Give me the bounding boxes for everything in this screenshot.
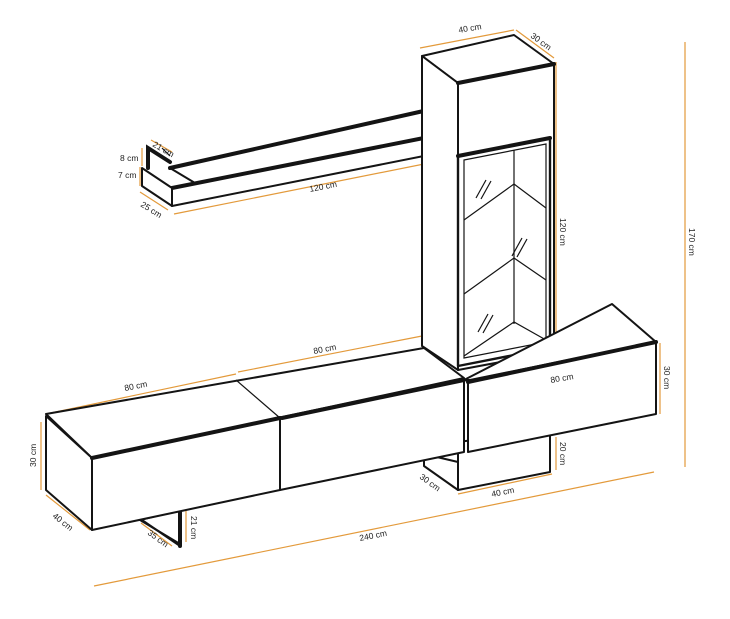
dim-left-unit-height: 30 cm bbox=[28, 444, 38, 467]
tower-cabinet bbox=[421, 34, 556, 371]
dim-shelf-thickness-top: 8 cm bbox=[120, 153, 138, 163]
wall-shelf bbox=[141, 108, 457, 207]
dim-plinth-height: 20 cm bbox=[558, 442, 568, 465]
dim-shelf-thickness-bottom: 7 cm bbox=[118, 170, 136, 180]
dim-left-leg-height: 21 cm bbox=[189, 516, 199, 539]
dim-left-unit-width: 80 cm bbox=[123, 379, 148, 393]
low-cabinets bbox=[45, 303, 658, 531]
dim-tower-width: 40 cm bbox=[458, 21, 483, 35]
dim-left-unit-depth: 40 cm bbox=[51, 511, 75, 533]
dim-plinth-width: 40 cm bbox=[490, 485, 515, 499]
dim-overall-width: 240 cm bbox=[358, 528, 387, 543]
dim-right-unit-height: 30 cm bbox=[662, 366, 672, 389]
dim-right-unit-width: 80 cm bbox=[550, 371, 575, 385]
dim-middle-unit-width: 80 cm bbox=[312, 342, 337, 356]
dim-shelf-depth: 25 cm bbox=[139, 199, 164, 220]
glass-hatch-icon bbox=[475, 179, 528, 334]
dim-shelf-width: 120 cm bbox=[308, 179, 337, 194]
dim-tower-glass-height: 120 cm bbox=[558, 218, 568, 246]
dim-overall-height: 170 cm bbox=[687, 228, 697, 256]
